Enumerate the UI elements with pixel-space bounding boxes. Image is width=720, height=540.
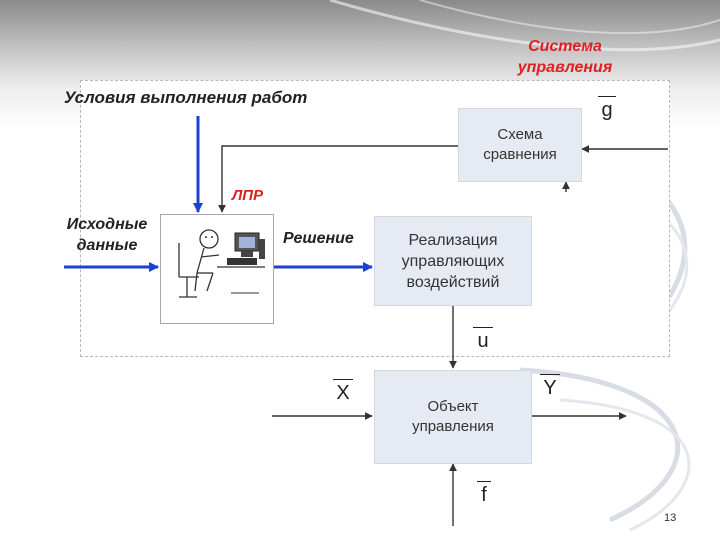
- lpr-label: ЛПР: [232, 187, 264, 204]
- comparison-to-lpr-line: [218, 145, 458, 213]
- variable-x: X: [332, 379, 354, 405]
- decision-maker-block: [160, 214, 274, 324]
- variable-g: g: [597, 96, 617, 122]
- variable-y: Y: [539, 374, 561, 400]
- variable-u: u: [472, 327, 494, 353]
- control-system-title: Система управления: [517, 38, 613, 76]
- decision-label: Решение: [283, 230, 354, 247]
- work-conditions-label: Условия выполнения работ: [64, 88, 308, 107]
- comparison-scheme-block: Схема сравнения: [458, 108, 582, 182]
- person-at-computer-icon: [178, 229, 265, 298]
- source-data-label: Исходные данные: [66, 216, 148, 254]
- page-number: 13: [664, 512, 677, 524]
- control-object-block: Объект управления: [374, 370, 532, 464]
- variable-f: f: [476, 481, 492, 507]
- control-implementation-block: Реализация управляющих воздействий: [374, 216, 532, 306]
